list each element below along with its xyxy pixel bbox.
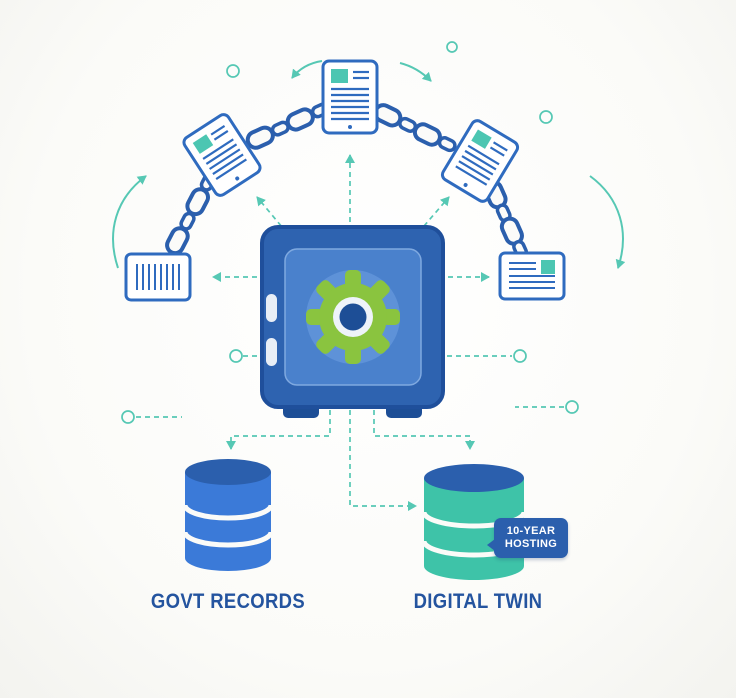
tablet-document-icon-left — [124, 252, 192, 302]
database-icon-blue — [182, 459, 274, 571]
tablet-document-icon-upper-right — [440, 119, 520, 203]
label-digital-twin: DIGITAL TWIN — [413, 590, 543, 613]
tablet-document-icon-top — [321, 59, 379, 135]
hosting-badge: 10-YEAR HOSTING — [487, 518, 568, 558]
safe-hinge-top — [266, 294, 277, 322]
tablet-document-icon-right — [498, 251, 566, 301]
curved-arrow-icon — [112, 60, 626, 269]
circle-node-icon — [121, 41, 579, 424]
safe-vault-icon — [260, 225, 445, 418]
chain-link-icon — [165, 102, 529, 259]
tablet-document-icon-upper-left — [182, 113, 262, 197]
label-govt-records: GOVT RECORDS — [150, 590, 306, 613]
safe-hinge-bottom — [266, 338, 277, 366]
badge-pointer — [487, 539, 495, 551]
gear-icon — [306, 270, 400, 364]
dashed-connector-lines — [136, 154, 564, 511]
badge-line1: 10-YEAR — [506, 525, 556, 537]
badge-line2: HOSTING — [504, 538, 558, 550]
